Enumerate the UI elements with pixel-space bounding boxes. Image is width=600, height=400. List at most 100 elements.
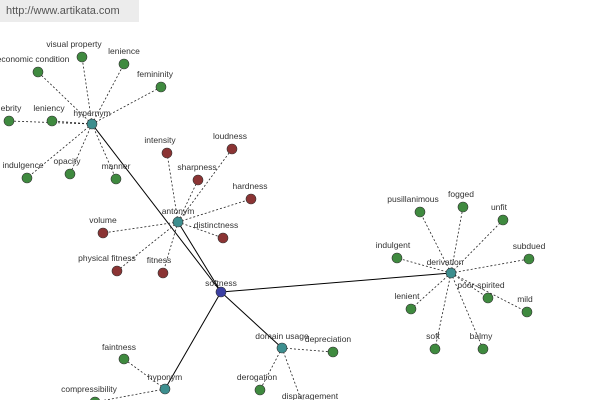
- label-volume: volume: [89, 215, 117, 225]
- edge-softness-hypernym: [91, 123, 222, 293]
- edge-hypernym-visual-property: [81, 56, 93, 125]
- node-derivation[interactable]: [445, 267, 457, 279]
- label-femininity: femininity: [137, 69, 174, 79]
- node-physical-fitness[interactable]: [111, 265, 123, 277]
- edge-hypernym-opacity: [69, 123, 93, 175]
- label-compressibility: compressibility: [61, 384, 117, 394]
- label-lenient: lenient: [394, 291, 420, 301]
- label-fitness: fitness: [147, 255, 172, 265]
- label-loudness: loudness: [213, 131, 247, 141]
- label-hypernym: hypernym: [73, 108, 110, 118]
- node-hypernym[interactable]: [86, 118, 98, 130]
- node-loudness[interactable]: [226, 143, 238, 155]
- node-lenient[interactable]: [405, 303, 417, 315]
- edge-derivation-indulgent: [396, 257, 452, 274]
- label-antonym: antonym: [162, 206, 195, 216]
- label-balmy: balmy: [470, 331, 493, 341]
- node-indulgence[interactable]: [21, 172, 33, 184]
- node-leniency[interactable]: [46, 115, 58, 127]
- label-unfit: unfit: [491, 202, 508, 212]
- label-derogation: derogation: [237, 372, 277, 382]
- node-opacity[interactable]: [64, 168, 76, 180]
- node-sharpness[interactable]: [192, 174, 204, 186]
- label-opacity: opacity: [54, 156, 82, 166]
- edge-hypernym-leniency: [51, 120, 93, 125]
- label-pusillanimous: pusillanimous: [387, 194, 439, 204]
- edge-hypernym-lenience: [91, 63, 125, 125]
- edge-hypernym-femininity: [91, 86, 162, 125]
- label-indulgence: indulgence: [2, 160, 43, 170]
- label-hardness: hardness: [233, 181, 268, 191]
- edge-derivation-lenient: [410, 272, 452, 310]
- label-faintness: faintness: [102, 342, 136, 352]
- label-poor-spirited: poor-spirited: [457, 280, 505, 290]
- url-watermark: http://www.artikata.com: [0, 0, 139, 22]
- node-manner[interactable]: [110, 173, 122, 185]
- label-intensity: intensity: [144, 135, 176, 145]
- label-indulgent: indulgent: [376, 240, 411, 250]
- node-lenience[interactable]: [118, 58, 130, 70]
- edge-antonym-fitness: [162, 221, 179, 274]
- label-visual-property: visual property: [46, 39, 102, 49]
- node-faintness[interactable]: [118, 353, 130, 365]
- edge-softness-derivation: [220, 272, 452, 293]
- node-hyponym[interactable]: [159, 383, 171, 395]
- node-fitness[interactable]: [157, 267, 169, 279]
- edge-hyponym-faintness: [123, 358, 166, 390]
- node-balmy[interactable]: [477, 343, 489, 355]
- label-leniency: leniency: [33, 103, 65, 113]
- node-softness[interactable]: [215, 286, 227, 298]
- label-ebrity: ebrity: [1, 103, 23, 113]
- edge-derivation-balmy: [450, 272, 484, 350]
- node-domain-usage[interactable]: [276, 342, 288, 354]
- label-distinctness: distinctness: [194, 220, 238, 230]
- label-sharpness: sharpness: [177, 162, 216, 172]
- label-domain-usage: domain usage: [255, 331, 309, 341]
- edge-softness-domain-usage: [220, 291, 283, 349]
- edge-softness-antonym: [177, 221, 222, 293]
- label-economic-condition: economic condition: [0, 54, 70, 64]
- label-manner: manner: [102, 161, 131, 171]
- label-hyponym: hyponym: [148, 372, 183, 382]
- edge-antonym-volume: [102, 221, 179, 234]
- node-distinctness[interactable]: [217, 232, 229, 244]
- node-compressibility[interactable]: [90, 396, 100, 400]
- edge-antonym-physical-fitness: [116, 221, 179, 272]
- node-volume[interactable]: [97, 227, 109, 239]
- edge-antonym-loudness: [177, 148, 233, 223]
- edge-derivation-mild: [450, 272, 528, 313]
- node-femininity[interactable]: [155, 81, 167, 93]
- node-unfit[interactable]: [497, 214, 509, 226]
- node-pusillanimous[interactable]: [414, 206, 426, 218]
- label-derivation: derivation: [427, 257, 464, 267]
- node-ebrity[interactable]: [3, 115, 15, 127]
- edge-antonym-hardness: [177, 198, 252, 223]
- node-indulgent[interactable]: [391, 252, 403, 264]
- label-depreciation: depreciation: [305, 334, 352, 344]
- label-fogged: fogged: [448, 189, 474, 199]
- node-hardness[interactable]: [245, 193, 257, 205]
- node-visual-property[interactable]: [76, 51, 88, 63]
- label-physical-fitness: physical fitness: [78, 253, 136, 263]
- edge-domain-usage-derogation: [259, 347, 283, 391]
- edge-derivation-poor-spirited: [450, 272, 489, 299]
- node-soft[interactable]: [429, 343, 441, 355]
- edge-softness-hyponym: [164, 291, 222, 390]
- node-economic-condition[interactable]: [32, 66, 44, 78]
- label-disparagement: disparagement: [282, 391, 339, 400]
- node-depreciation[interactable]: [327, 346, 339, 358]
- label-softness: softness: [205, 278, 237, 288]
- node-antonym[interactable]: [172, 216, 184, 228]
- node-subdued[interactable]: [523, 253, 535, 265]
- node-derogation[interactable]: [254, 384, 266, 396]
- edge-domain-usage-depreciation: [281, 347, 334, 353]
- node-intensity[interactable]: [161, 147, 173, 159]
- node-poor-spirited[interactable]: [482, 292, 494, 304]
- node-mild[interactable]: [521, 306, 533, 318]
- edge-derivation-soft: [434, 272, 452, 350]
- node-fogged[interactable]: [457, 201, 469, 213]
- label-mild: mild: [517, 294, 533, 304]
- edge-derivation-pusillanimous: [419, 211, 452, 274]
